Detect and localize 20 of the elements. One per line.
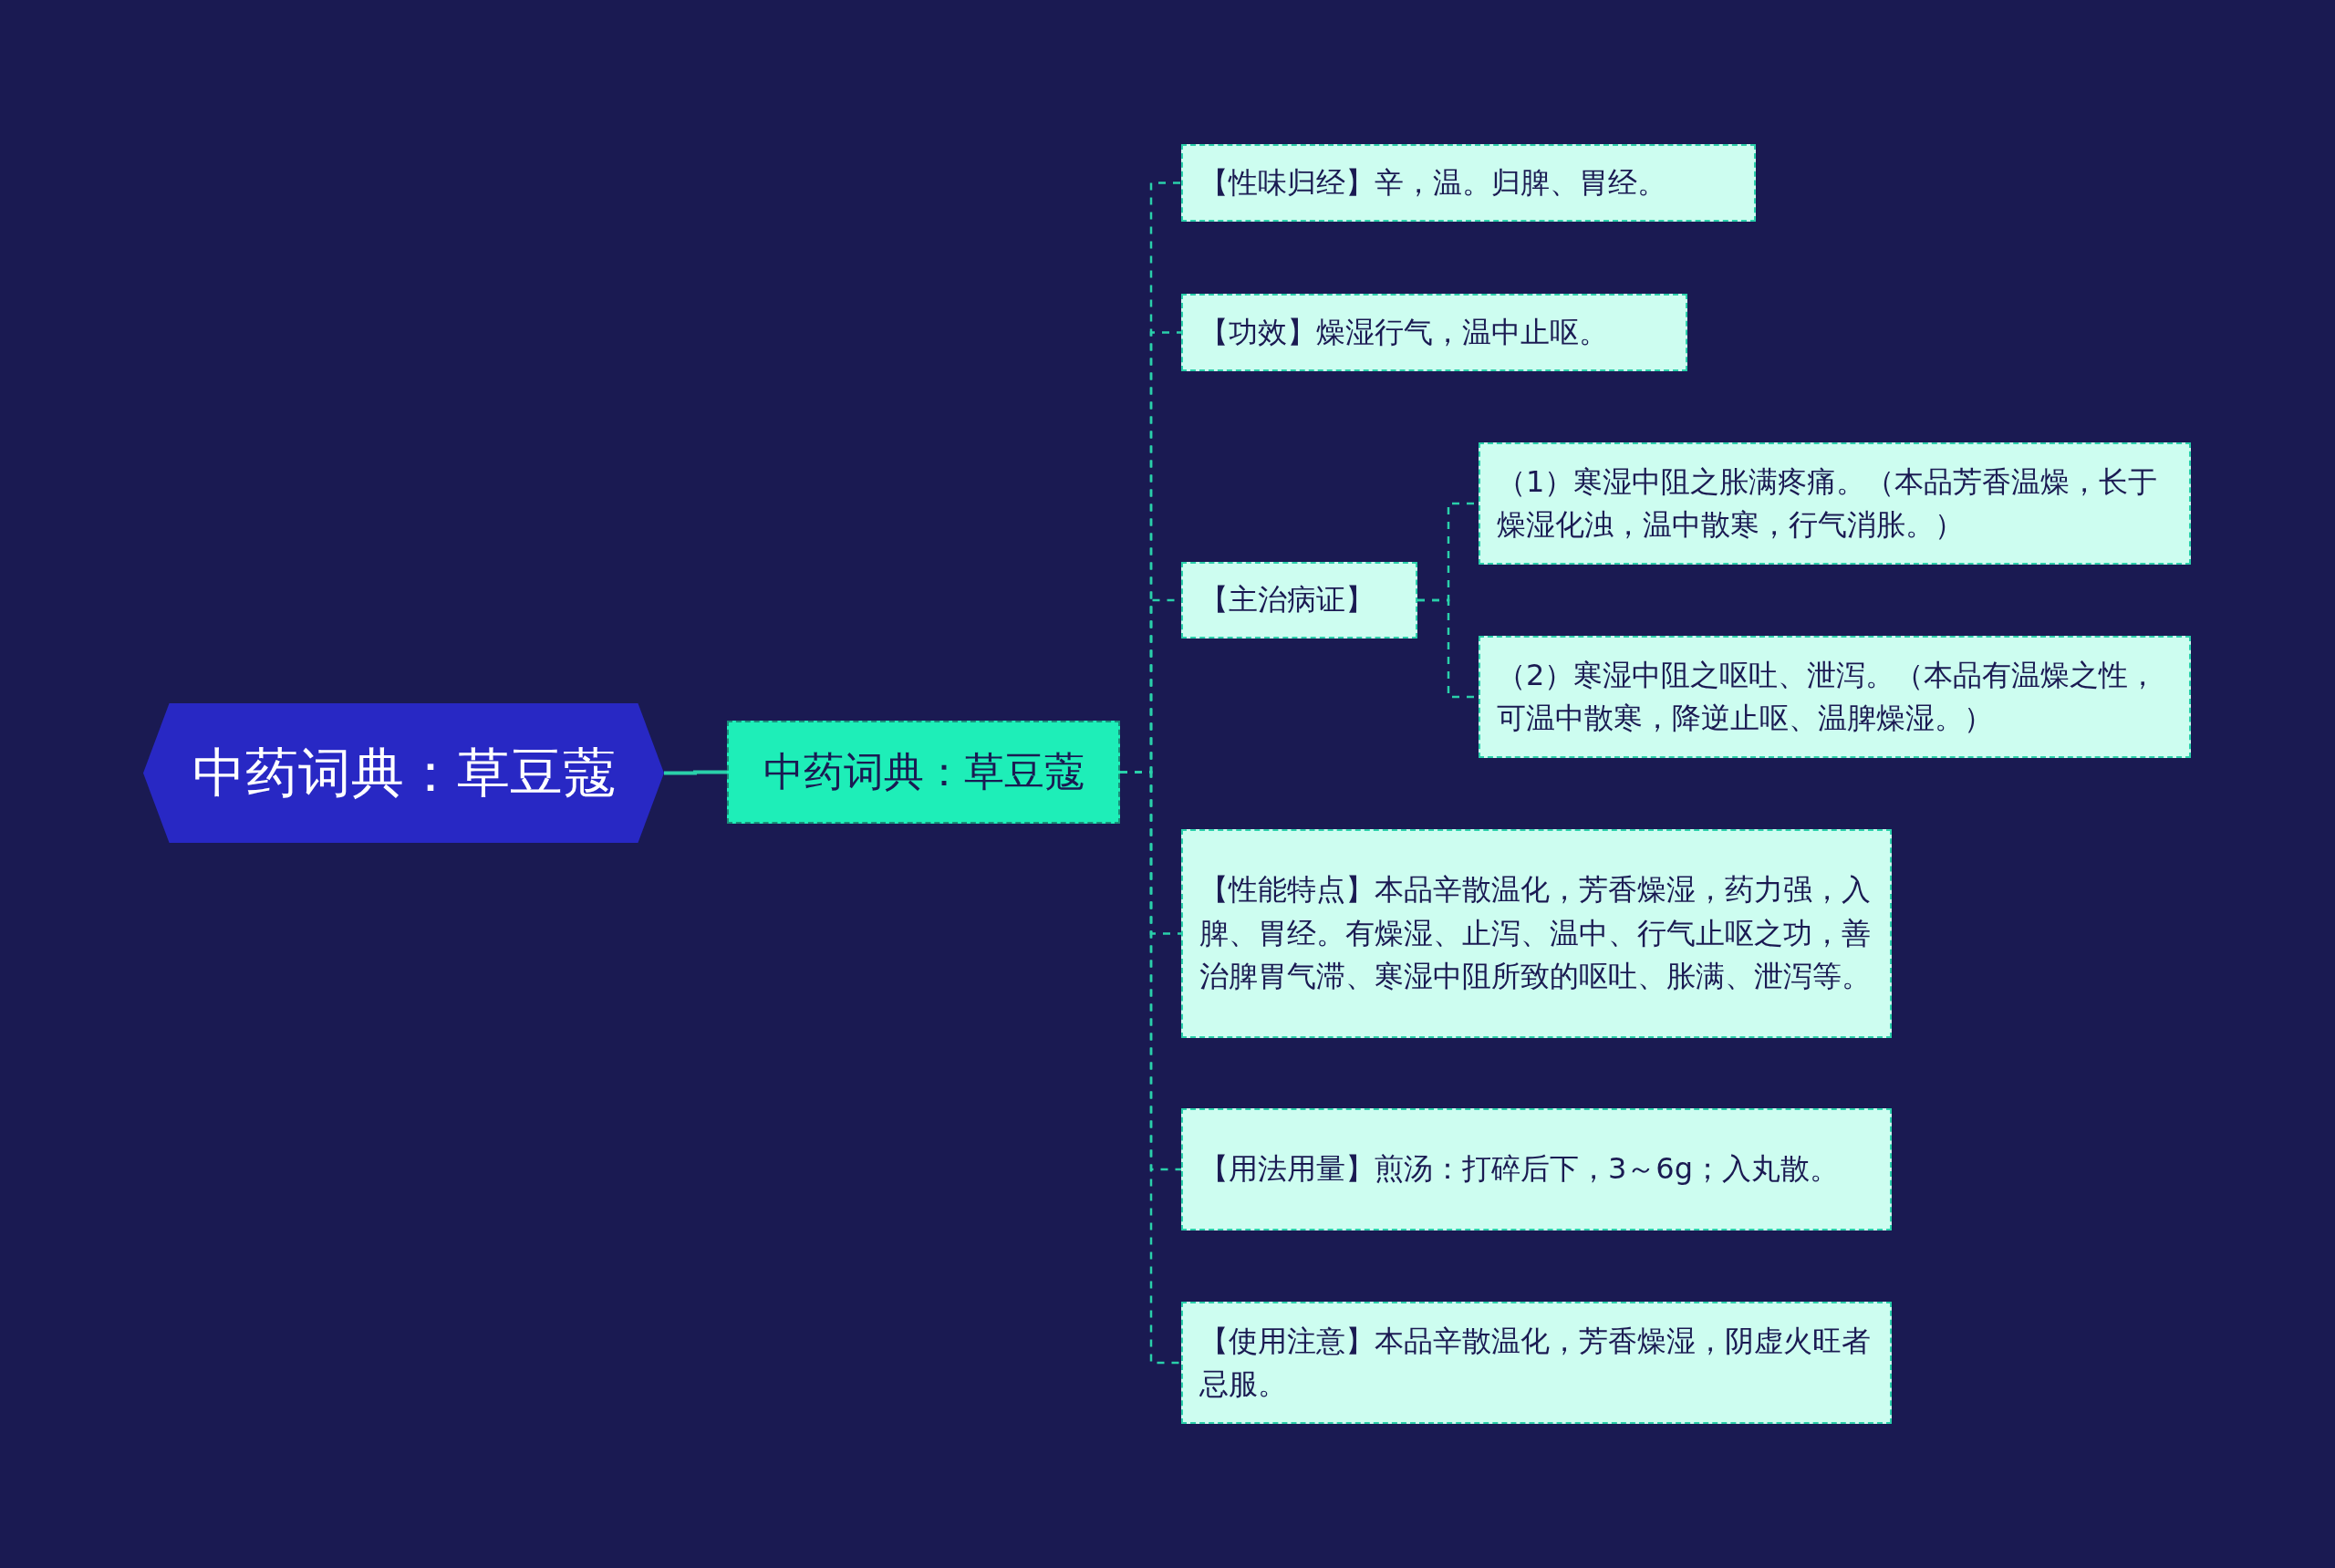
note-text: 【用法用量】煎汤：打碎后下，3～6g；入丸散。 [1199, 1150, 1840, 1189]
note-text: （1）寒湿中阻之胀满疼痛。（本品芳香温燥，长于燥湿化浊，温中散寒，行气消胀。） [1497, 462, 2159, 544]
note-box [1181, 144, 1756, 222]
note-text: 【性味归经】辛，温。归脾、胃经。 [1199, 163, 1666, 202]
note-text: （2）寒湿中阻之呕吐、泄泻。（本品有温燥之性，可温中散寒，降逆止呕、温脾燥湿。） [1497, 656, 2159, 737]
note-text: 【功效】燥湿行气，温中止呕。 [1199, 313, 1608, 351]
note-box [1181, 1108, 1892, 1231]
note-text: 【性能特点】本品辛散温化，芳香燥湿，药力强，入脾、胃经。有燥湿、止泻、温中、行气止呕之功，善治脾胃气滞、寒湿中阻所致的呕吐、胀满、泄泻等。 [1199, 871, 1872, 996]
note-box [1181, 829, 1892, 1038]
note-box [1181, 562, 1417, 639]
note-text: 【主治病证】 [1199, 581, 1375, 619]
connector-line [664, 770, 727, 775]
note-box [1181, 294, 1687, 371]
note-box [1479, 636, 2191, 758]
topic-title: 中药词典：草豆蔻 [192, 740, 616, 805]
note-box [1479, 442, 2191, 565]
note-box [1181, 1302, 1892, 1424]
note-text: 【使用注意】本品辛散温化，芳香燥湿，阴虚火旺者忌服。 [1199, 1322, 1872, 1403]
topic-box [727, 721, 1120, 824]
topic-text: 中药词典：草豆蔻 [763, 747, 1084, 796]
